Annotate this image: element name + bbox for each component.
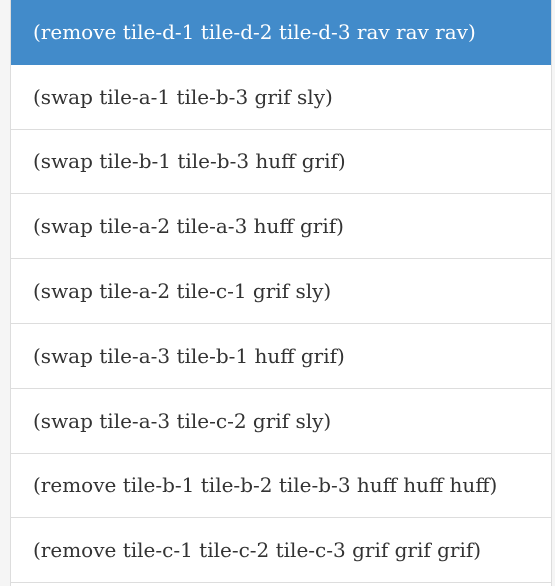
action-list: (remove tile-d-1 tile-d-2 tile-d-3 rav r…	[10, 0, 552, 586]
action-list-item[interactable]: (remove tile-b-1 tile-b-2 tile-b-3 huff …	[11, 453, 551, 519]
action-list-item[interactable]: (swap tile-a-3 tile-b-1 huff grif)	[11, 323, 551, 389]
action-list-item[interactable]: (swap tile-a-2 tile-a-3 huff grif)	[11, 194, 551, 260]
action-list-item[interactable]: (remove tile-d-1 tile-d-2 tile-d-3 rav r…	[11, 0, 551, 65]
action-list-item[interactable]: (swap tile-a-2 tile-c-1 grif sly)	[11, 259, 551, 324]
action-list-item[interactable]: (swap tile-a-3 tile-c-2 grif sly)	[11, 388, 551, 454]
action-list-item[interactable]: (swap tile-a-1 tile-b-3 grif sly)	[11, 64, 551, 130]
action-list-item[interactable]: (remove tile-c-1 tile-c-2 tile-c-3 grif …	[11, 518, 551, 584]
action-list-item[interactable]: (swap tile-b-1 tile-b-3 huff grif)	[11, 129, 551, 195]
